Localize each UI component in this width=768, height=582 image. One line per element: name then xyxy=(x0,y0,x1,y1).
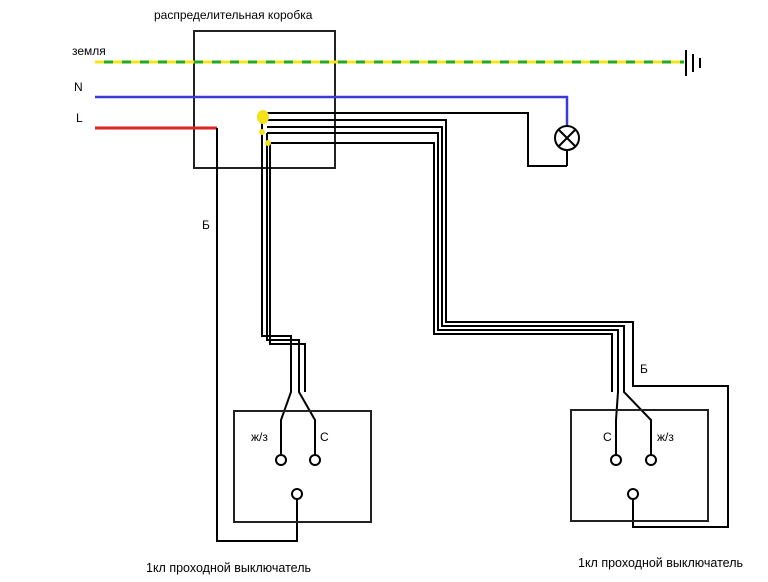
neutral-wire xyxy=(95,95,569,126)
junction-box-label: распределительная коробка xyxy=(154,8,313,22)
switch-right-body xyxy=(570,409,709,522)
switch-left-terminals xyxy=(275,454,321,500)
junction-box xyxy=(193,30,336,169)
travelers-left xyxy=(261,120,316,455)
caption-right: 1кл проходной выключатель xyxy=(578,556,743,570)
wire-label-right: Б xyxy=(640,362,648,376)
switch-right-c-label: С xyxy=(603,430,612,444)
earth-ground-icon xyxy=(685,50,701,76)
switch-left-yz-label: ж/з xyxy=(251,430,268,444)
neutral-label: N xyxy=(74,80,83,94)
lamp-icon xyxy=(554,125,580,151)
line-label: L xyxy=(76,111,83,125)
ground-label: земля xyxy=(72,44,106,58)
wire-label-left: Б xyxy=(202,218,210,232)
lamp-return-wire xyxy=(262,112,555,167)
travelers-right xyxy=(262,119,729,528)
caption-left: 1кл проходной выключатель xyxy=(146,561,311,575)
switch-left-c-label: С xyxy=(320,430,329,444)
junction-connectors xyxy=(257,110,271,146)
switch-left-body xyxy=(233,410,372,523)
wire-phase-to-left-switch xyxy=(216,128,298,542)
switch-right-yz-label: ж/з xyxy=(657,430,674,444)
switch-right-terminals xyxy=(610,454,657,500)
